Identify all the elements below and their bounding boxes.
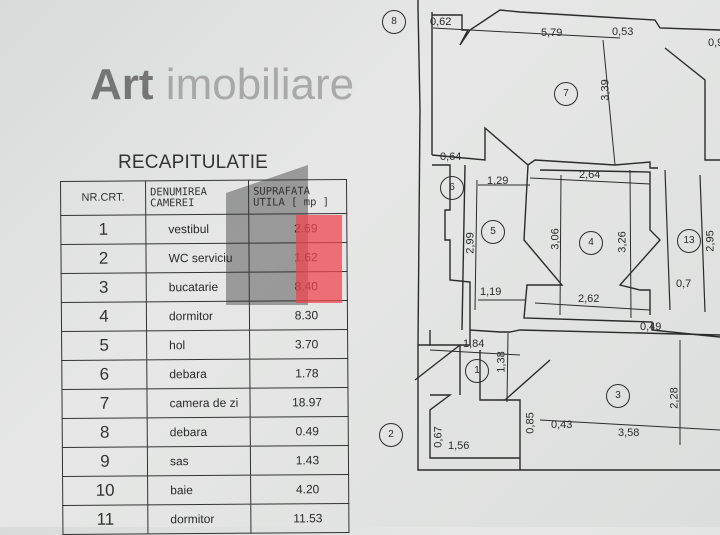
room-number-marker: 8 [382,10,406,34]
room-number-marker: 13 [677,229,701,253]
dimension-label: 0,7 [676,278,692,290]
dimension-label: 5,79 [541,27,563,39]
room-number-marker: 3 [606,384,630,408]
watermark-logo-red [296,215,342,303]
watermark-text: Art imobiliare [90,60,354,110]
dimension-label: 0,53 [612,26,634,38]
dimension-label: 0,9 [708,37,720,49]
dimension-label: 2,62 [578,293,600,305]
dimension-label: 0,85 [524,412,537,434]
watermark-brand: Art [90,60,154,109]
dimension-label: 0,64 [440,151,462,163]
room-number-marker: 2 [379,423,403,447]
dimension-label: 2,28 [668,387,681,409]
room-number-marker: 6 [440,176,464,200]
dimension-label: 1,84 [463,338,485,350]
dimension-label: 3,26 [616,231,629,253]
dimension-label: 2,99 [464,232,477,254]
dimension-label: 0,67 [432,426,445,448]
table-title: RECAPITULATIE [118,152,269,173]
dimension-label: 1,38 [495,351,508,373]
room-number-marker: 4 [579,231,603,255]
room-number-marker: 1 [465,359,489,383]
dimension-label: 3,58 [618,427,640,439]
watermark-suffix: imobiliare [165,60,355,109]
room-number-marker: 7 [554,82,578,106]
room-number-marker: 5 [481,220,505,244]
dimension-label: 0,49 [640,321,662,333]
dimension-label: 2,95 [704,230,717,252]
dimension-label: 1,19 [480,286,502,298]
dimension-label: 1,56 [448,440,470,452]
dimension-label: 0,43 [551,419,573,431]
dimension-label: 1,29 [487,175,509,187]
dimension-label: 3,06 [549,228,562,250]
dimension-label: 0,62 [430,16,452,28]
dimension-label: 3,39 [599,79,612,101]
dimension-label: 2,64 [579,169,601,181]
